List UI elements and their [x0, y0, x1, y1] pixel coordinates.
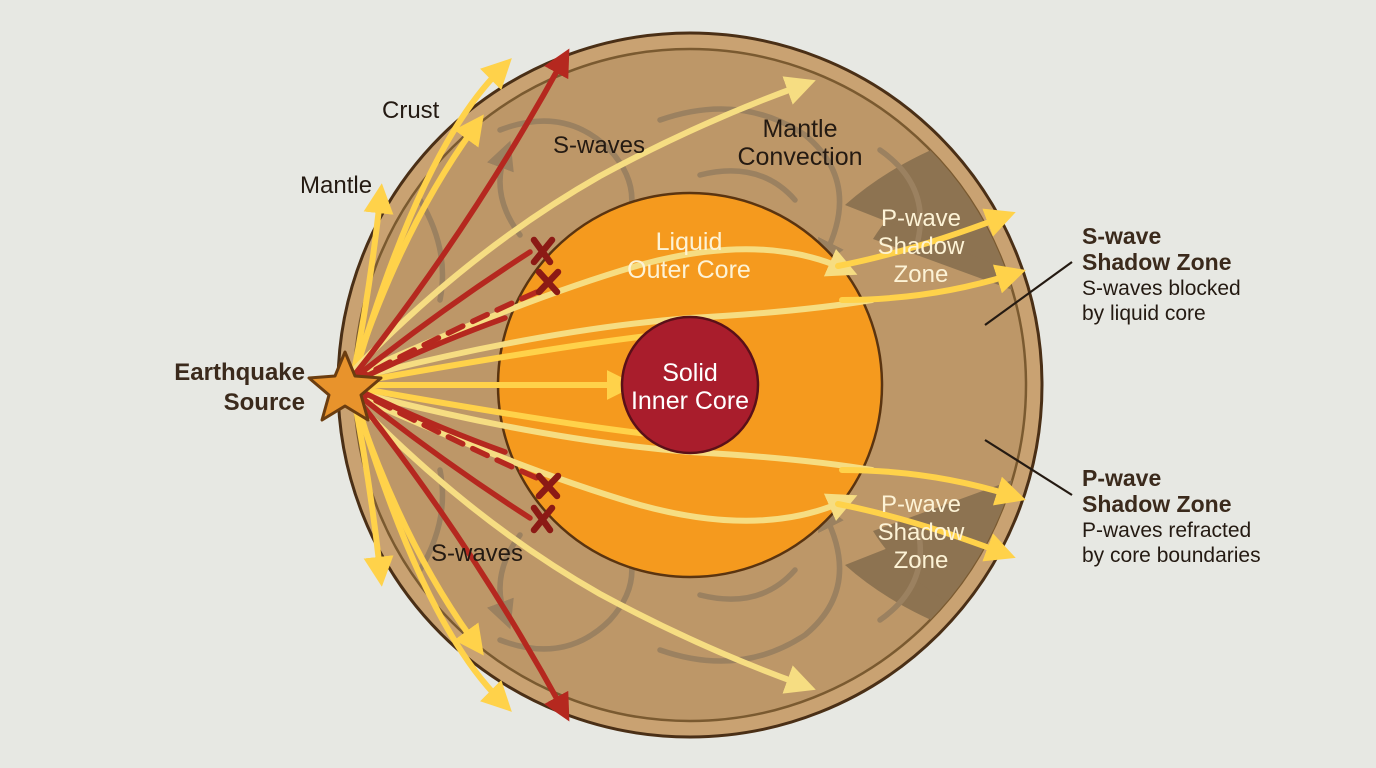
- s-wave-rays: [349, 48, 570, 722]
- label-liquid-outer-core-line1: Liquid: [656, 228, 723, 256]
- p-wave-rays: [349, 58, 875, 712]
- p-wave-ray-emergent: [839, 264, 1027, 303]
- label-p-wave-shadow-top-1: P-wave: [881, 205, 961, 232]
- p-wave-ray-refracted: [349, 391, 858, 524]
- label-s-waves-top: S-waves: [553, 132, 645, 159]
- annotation-p-wave-body-1: P-waves refracted: [1082, 519, 1251, 542]
- convection-cell-arrow: [657, 106, 844, 269]
- solid-inner-core: [620, 315, 760, 455]
- s-wave-ray: [349, 48, 570, 381]
- x-marker: [535, 268, 562, 296]
- convection-cell-arrow: [877, 147, 924, 243]
- annotation-s-wave-heading-1: S-wave: [1082, 223, 1161, 249]
- s-wave-ray: [349, 389, 570, 722]
- label-solid-inner-core-line2: Inner Core: [631, 387, 749, 415]
- label-solid-inner-core-line1: Solid: [662, 359, 718, 387]
- label-earthquake-source-line2: Source: [224, 389, 305, 416]
- s-wave-blocked-markers: [530, 236, 562, 534]
- annotation-s-wave-heading-2: Shadow Zone: [1082, 249, 1232, 275]
- label-mantle: Mantle: [300, 172, 372, 199]
- convection-cell-arrow: [657, 501, 844, 664]
- s-wave-ray-blocked: [349, 387, 533, 521]
- label-earthquake-source-line1: Earthquake: [174, 359, 305, 386]
- convection-cell-arrow: [697, 168, 798, 203]
- annotation-s-wave-body-1: S-waves blocked: [1082, 277, 1241, 300]
- label-p-wave-shadow-top-2: Shadow: [878, 233, 965, 260]
- p-wave-ray-refracted: [349, 395, 816, 694]
- p-wave-emergent-rays: [835, 208, 1027, 562]
- leader-line-s-wave-zone: [984, 261, 1073, 326]
- convection-cell-arrow: [877, 527, 924, 623]
- p-wave-ray: [349, 383, 512, 712]
- s-wave-ray-blocked: [349, 249, 533, 383]
- label-crust: Crust: [382, 97, 440, 124]
- annotation-s-wave-body-2: by liquid core: [1082, 302, 1206, 325]
- annotation-leader-lines: [984, 261, 1073, 496]
- label-mantle-convection-line2: Convection: [737, 143, 862, 171]
- p-wave-ray-refracted: [349, 246, 858, 379]
- s-wave-ray-blocked: [349, 315, 508, 386]
- leader-line-p-wave-zone: [984, 439, 1073, 496]
- p-wave-ray-emergent: [839, 467, 1027, 506]
- p-wave-ray-emergent: [835, 208, 1016, 269]
- x-marker: [530, 504, 556, 534]
- annotation-p-wave-body-2: by core boundaries: [1082, 544, 1261, 567]
- label-p-wave-shadow-bottom-3: Zone: [894, 547, 949, 574]
- convection-cell-arrow: [697, 567, 798, 602]
- p-wave-ray-refracted: [349, 76, 816, 375]
- x-marker: [535, 472, 562, 500]
- earthquake-source-star-icon: [307, 350, 383, 422]
- annotation-p-wave-heading-2: Shadow Zone: [1082, 491, 1232, 517]
- p-wave-ray-emergent: [835, 501, 1016, 562]
- p-wave-ray: [349, 58, 512, 387]
- label-s-waves-bottom: S-waves: [431, 540, 523, 567]
- x-marker: [530, 236, 556, 266]
- s-wave-ray-blocked: [349, 384, 508, 455]
- label-liquid-outer-core-line2: Outer Core: [627, 256, 751, 284]
- label-mantle-convection-line1: Mantle: [762, 115, 837, 143]
- label-p-wave-shadow-bottom-1: P-wave: [881, 491, 961, 518]
- label-p-wave-shadow-top-3: Zone: [894, 261, 949, 288]
- annotation-p-wave-heading-1: P-wave: [1082, 465, 1161, 491]
- label-p-wave-shadow-bottom-2: Shadow: [878, 519, 965, 546]
